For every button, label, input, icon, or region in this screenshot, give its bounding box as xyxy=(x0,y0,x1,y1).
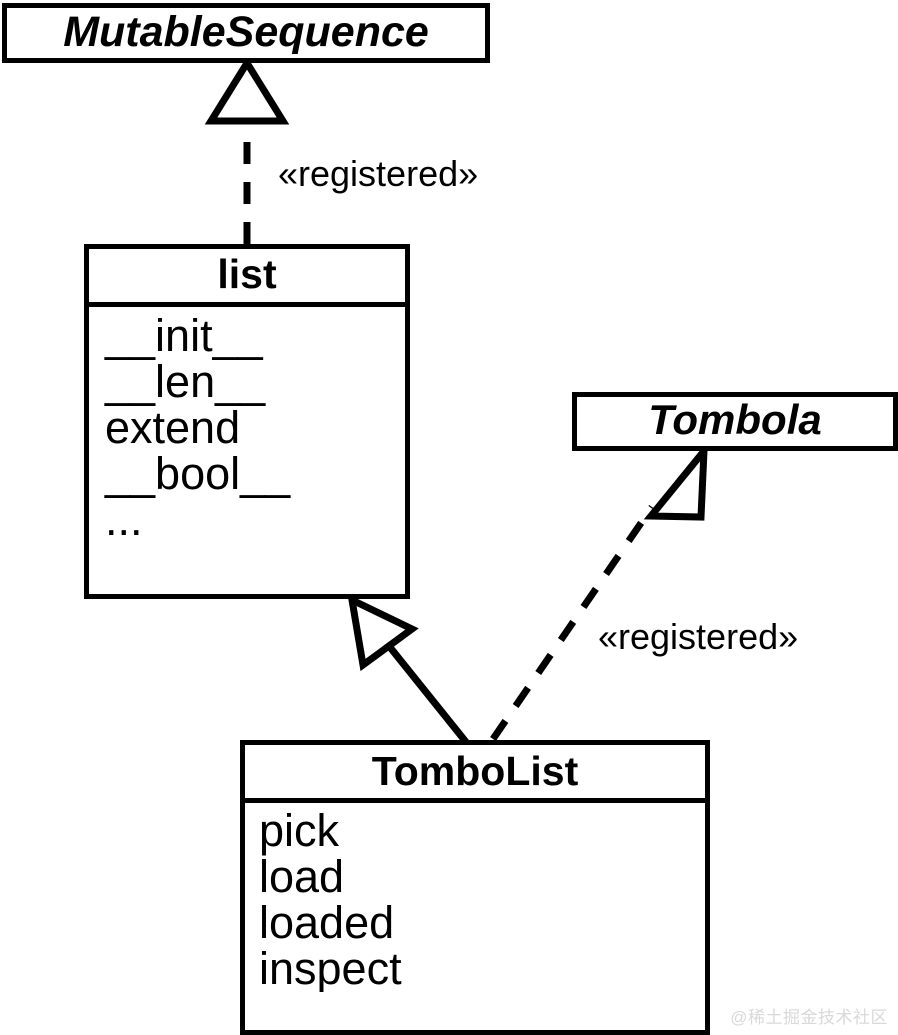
member-item: pick xyxy=(259,805,340,856)
class-box-tombola[interactable]: Tombola xyxy=(572,392,898,451)
title-divider-tombolist xyxy=(245,798,705,803)
edge-list-to-mutablesequence xyxy=(204,56,290,244)
class-box-mutablesequence[interactable]: MutableSequence xyxy=(2,3,490,63)
member-item: inspect xyxy=(259,943,402,992)
class-title-list: list xyxy=(217,251,277,297)
member-list-list: __init__ __len__ extend __bool__ ... xyxy=(89,307,405,543)
member-item: __init__ xyxy=(105,310,263,361)
hollow-triangle-arrowhead-3 xyxy=(643,440,708,521)
class-box-list[interactable]: list __init__ __len__ extend __bool__ ..… xyxy=(84,244,410,599)
edge-tombolist-to-tombola xyxy=(490,440,708,741)
class-title-tombola: Tombola xyxy=(648,397,822,441)
edge-label-registered-1: «registered» xyxy=(278,153,479,194)
member-item: loaded xyxy=(259,897,395,948)
member-item: __bool__ xyxy=(105,448,291,499)
hollow-triangle-arrowhead-1 xyxy=(204,56,290,125)
member-item: extend xyxy=(105,402,241,453)
class-title-tombolist: TomboList xyxy=(371,748,579,794)
class-title-mutablesequence: MutableSequence xyxy=(63,8,429,54)
member-list-tombolist: pick load loaded inspect xyxy=(245,803,705,992)
class-box-tombolist[interactable]: TomboList pick load loaded inspect xyxy=(240,740,710,1035)
member-item: __len__ xyxy=(105,356,266,407)
watermark: @稀土掘金技术社区 xyxy=(730,1008,888,1027)
member-item: load xyxy=(259,851,345,902)
member-item: ... xyxy=(105,494,143,543)
edge-label-registered-2: «registered» xyxy=(598,616,799,657)
edge-tombolist-to-list xyxy=(347,593,469,745)
solid-line-inheritance xyxy=(386,643,469,745)
hollow-triangle-arrowhead-2 xyxy=(347,593,419,672)
title-divider-list xyxy=(89,302,405,307)
